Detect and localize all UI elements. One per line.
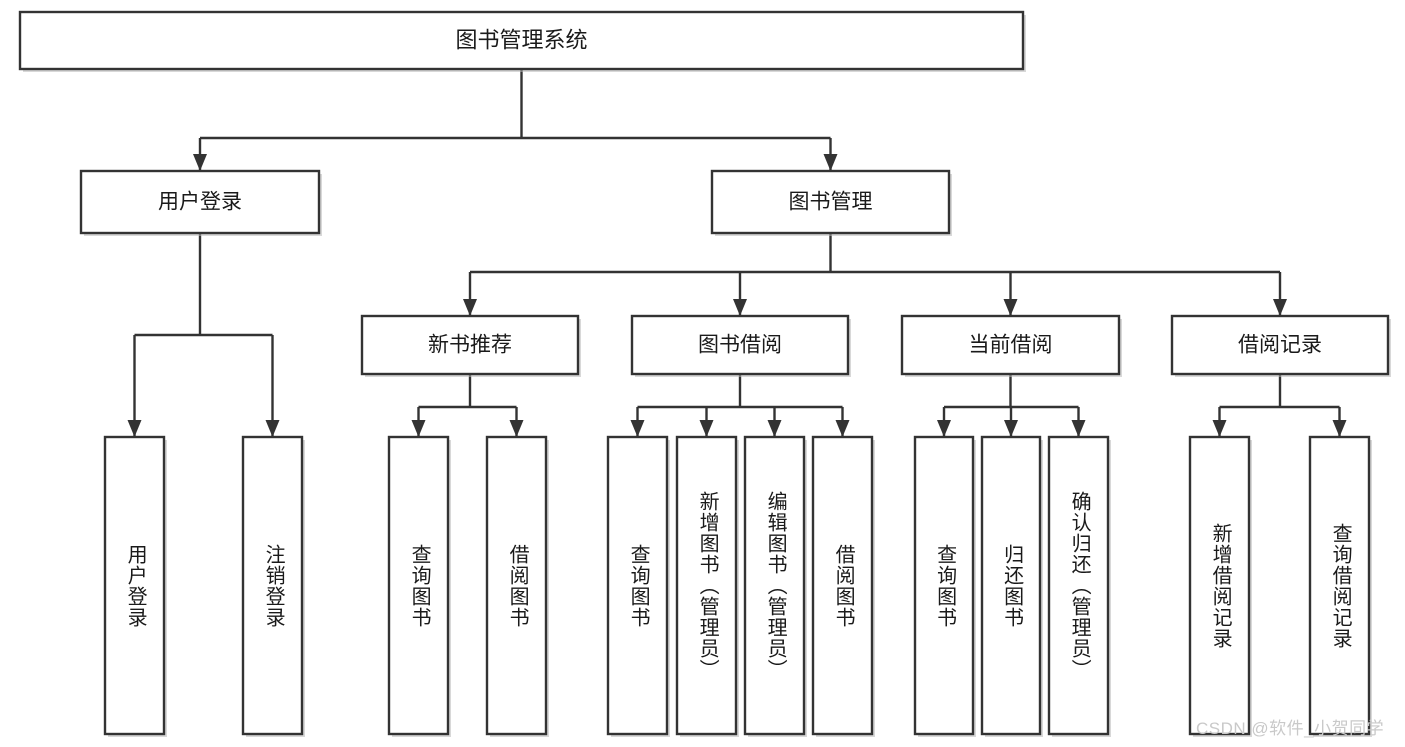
arrow-book-borrow: [733, 299, 747, 316]
node-label-book-manage: 图书管理: [789, 191, 873, 214]
node-label-new-book-recommend: 新书推荐: [428, 334, 512, 357]
node-leaf-query-record[interactable]: [1308, 435, 1371, 736]
node-label-user-login: 用户登录: [158, 191, 242, 214]
arrow-leaf-add-record: [1212, 420, 1227, 437]
node-leaf-user-login[interactable]: [103, 435, 166, 736]
arrow-leaf-confirm-return: [1071, 420, 1086, 437]
node-new-book-recommend[interactable]: [360, 314, 580, 376]
arrow-new-book-recommend: [463, 299, 477, 316]
arrow-leaf-borrow-book-a: [509, 420, 524, 437]
arrow-current-borrow: [1003, 299, 1018, 316]
node-current-borrow[interactable]: [900, 314, 1121, 376]
node-leaf-query-book-b[interactable]: [606, 435, 669, 736]
watermark: CSDN @软件_小贺同学: [1196, 719, 1385, 738]
arrow-user-login: [193, 154, 207, 171]
node-book-manage[interactable]: [710, 169, 951, 235]
arrow-leaf-edit-book: [767, 420, 782, 437]
node-leaf-return-book[interactable]: [980, 435, 1042, 736]
arrow-leaf-return-book: [1004, 420, 1018, 437]
node-label-book-borrow: 图书借阅: [698, 334, 782, 357]
node-leaf-logout-login[interactable]: [241, 435, 304, 736]
node-leaf-query-book-c[interactable]: [913, 435, 975, 736]
node-label-root: 图书管理系统: [455, 27, 587, 52]
node-leaf-query-book-a[interactable]: [387, 435, 450, 736]
node-label-current-borrow: 当前借阅: [969, 334, 1053, 357]
node-leaf-add-book[interactable]: [675, 435, 738, 736]
arrow-leaf-query-record: [1332, 420, 1347, 437]
node-borrow-record[interactable]: [1170, 314, 1390, 376]
arrow-leaf-borrow-book-b: [835, 420, 850, 437]
arrow-leaf-query-book-b: [630, 420, 645, 437]
node-leaf-add-record[interactable]: [1188, 435, 1251, 736]
connector-layer: [127, 69, 1347, 437]
node-root[interactable]: [18, 10, 1025, 71]
node-leaf-confirm-return[interactable]: [1047, 435, 1110, 736]
arrow-leaf-logout-login: [265, 420, 280, 437]
node-leaf-borrow-book-a[interactable]: [485, 435, 548, 736]
arrow-book-manage: [823, 154, 838, 171]
node-leaf-borrow-book-b[interactable]: [811, 435, 874, 736]
arrow-leaf-query-book-c: [937, 420, 951, 437]
node-leaf-edit-book[interactable]: [743, 435, 806, 736]
arrow-leaf-user-login: [127, 420, 142, 437]
node-user-login[interactable]: [79, 169, 321, 235]
arrow-leaf-query-book-a: [411, 420, 426, 437]
node-label-borrow-record: 借阅记录: [1238, 334, 1322, 357]
node-book-borrow[interactable]: [630, 314, 850, 376]
arrow-leaf-add-book: [699, 420, 714, 437]
arrow-borrow-record: [1273, 299, 1287, 316]
